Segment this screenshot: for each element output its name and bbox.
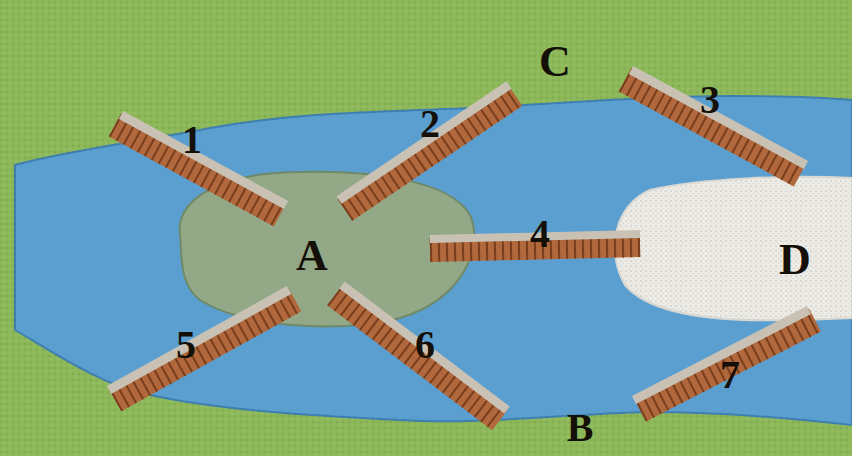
bridge: [625, 70, 806, 175]
region-letter: A: [296, 234, 328, 278]
region-letter: C: [539, 40, 571, 84]
bridge: [339, 85, 515, 210]
bridge: [109, 290, 295, 400]
bridge-number: 1: [182, 120, 202, 160]
bridge-number: 6: [415, 325, 435, 365]
bridge-number: 2: [420, 104, 440, 144]
bridge-number: 5: [176, 325, 196, 365]
bridges: [109, 70, 815, 420]
bridge-number: 3: [700, 80, 720, 120]
region-letter: B: [567, 408, 594, 448]
island-d: [615, 177, 852, 320]
bridge: [115, 115, 286, 215]
bridge: [335, 285, 507, 420]
bridge-number: 4: [530, 214, 550, 254]
region-letter: D: [779, 238, 811, 282]
bridge: [634, 310, 815, 410]
bridge-number: 7: [720, 355, 740, 395]
